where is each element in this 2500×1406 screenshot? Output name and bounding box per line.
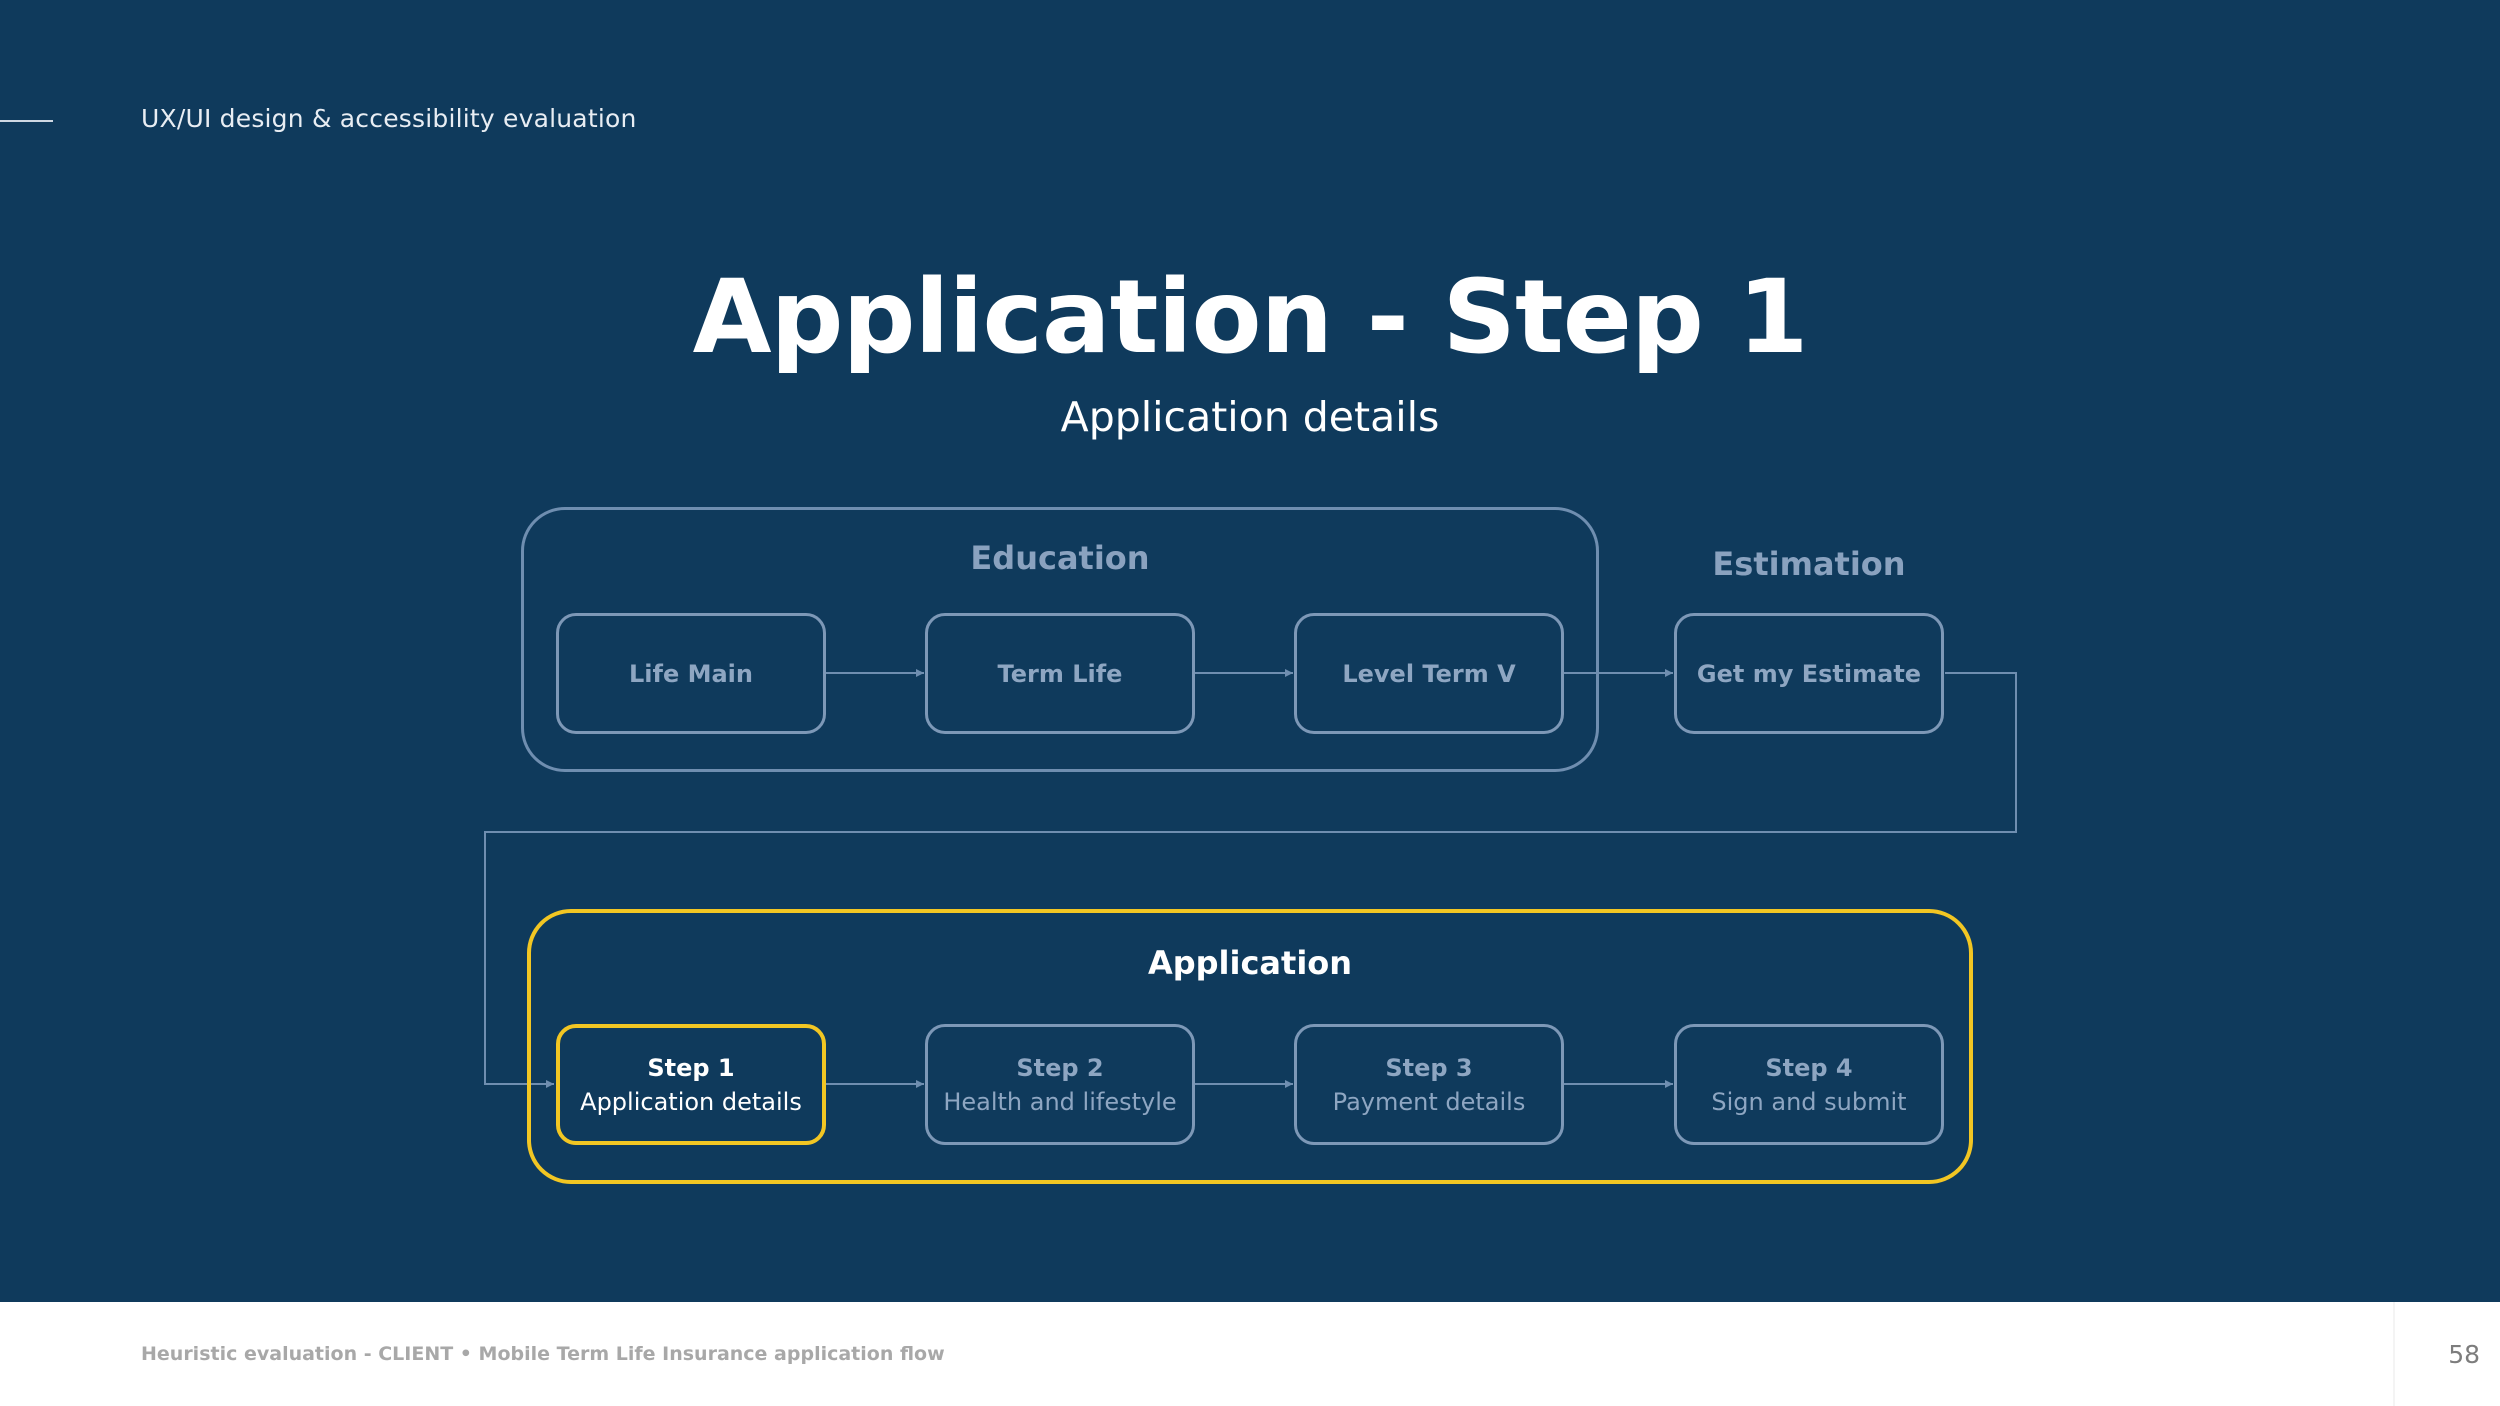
- flow-connectors: [484, 669, 2017, 1088]
- slide: UX/UI design & accessibility evaluation …: [0, 0, 2500, 1302]
- node-label: Life Main: [629, 659, 753, 688]
- header-rule: [0, 120, 53, 122]
- arrowhead: [1665, 669, 1673, 677]
- application-group-title: Application: [1147, 944, 1353, 982]
- footer: Heuristic evaluation - CLIENT • Mobile T…: [0, 1302, 2500, 1406]
- node-step-4: Step 4 Sign and submit: [1674, 1024, 1944, 1145]
- node-life-main: Life Main: [556, 613, 826, 734]
- node-sublabel: Sign and submit: [1711, 1087, 1907, 1116]
- node-term-life: Term Life: [925, 613, 1195, 734]
- node-label: Step 3: [1385, 1053, 1473, 1082]
- arrowhead: [1665, 1080, 1673, 1088]
- node-label: Level Term V: [1342, 659, 1516, 688]
- node-sublabel: Application details: [580, 1087, 802, 1116]
- footer-text: Heuristic evaluation - CLIENT • Mobile T…: [141, 1343, 945, 1365]
- node-label: Step 1: [647, 1053, 735, 1082]
- node-get-my-estimate: Get my Estimate: [1674, 613, 1944, 734]
- connector-estimate-step1: [484, 672, 2017, 1085]
- estimation-group-title: Estimation: [1712, 545, 1906, 583]
- node-step-3: Step 3 Payment details: [1294, 1024, 1564, 1145]
- node-step-1: Step 1 Application details: [556, 1024, 826, 1145]
- page-number: 58: [2448, 1340, 2480, 1369]
- arrowhead: [916, 1080, 924, 1088]
- arrowhead: [916, 669, 924, 677]
- arrowhead: [546, 1080, 554, 1088]
- footer-divider: [2393, 1302, 2395, 1406]
- node-step-2: Step 2 Health and lifestyle: [925, 1024, 1195, 1145]
- page-title: Application - Step 1: [692, 258, 1809, 377]
- application-group: [527, 909, 1973, 1184]
- page-subtitle: Application details: [1060, 393, 1440, 441]
- node-label: Term Life: [997, 659, 1123, 688]
- education-group: [521, 507, 1599, 772]
- node-label: Step 2: [1016, 1053, 1104, 1082]
- arrowhead: [1285, 1080, 1293, 1088]
- node-label: Step 4: [1765, 1053, 1853, 1082]
- education-group-title: Education: [970, 539, 1150, 577]
- node-sublabel: Health and lifestyle: [943, 1087, 1177, 1116]
- node-level-term-v: Level Term V: [1294, 613, 1564, 734]
- arrowhead: [1285, 669, 1293, 677]
- node-sublabel: Payment details: [1332, 1087, 1526, 1116]
- header-text: UX/UI design & accessibility evaluation: [141, 104, 637, 133]
- node-label: Get my Estimate: [1696, 659, 1922, 688]
